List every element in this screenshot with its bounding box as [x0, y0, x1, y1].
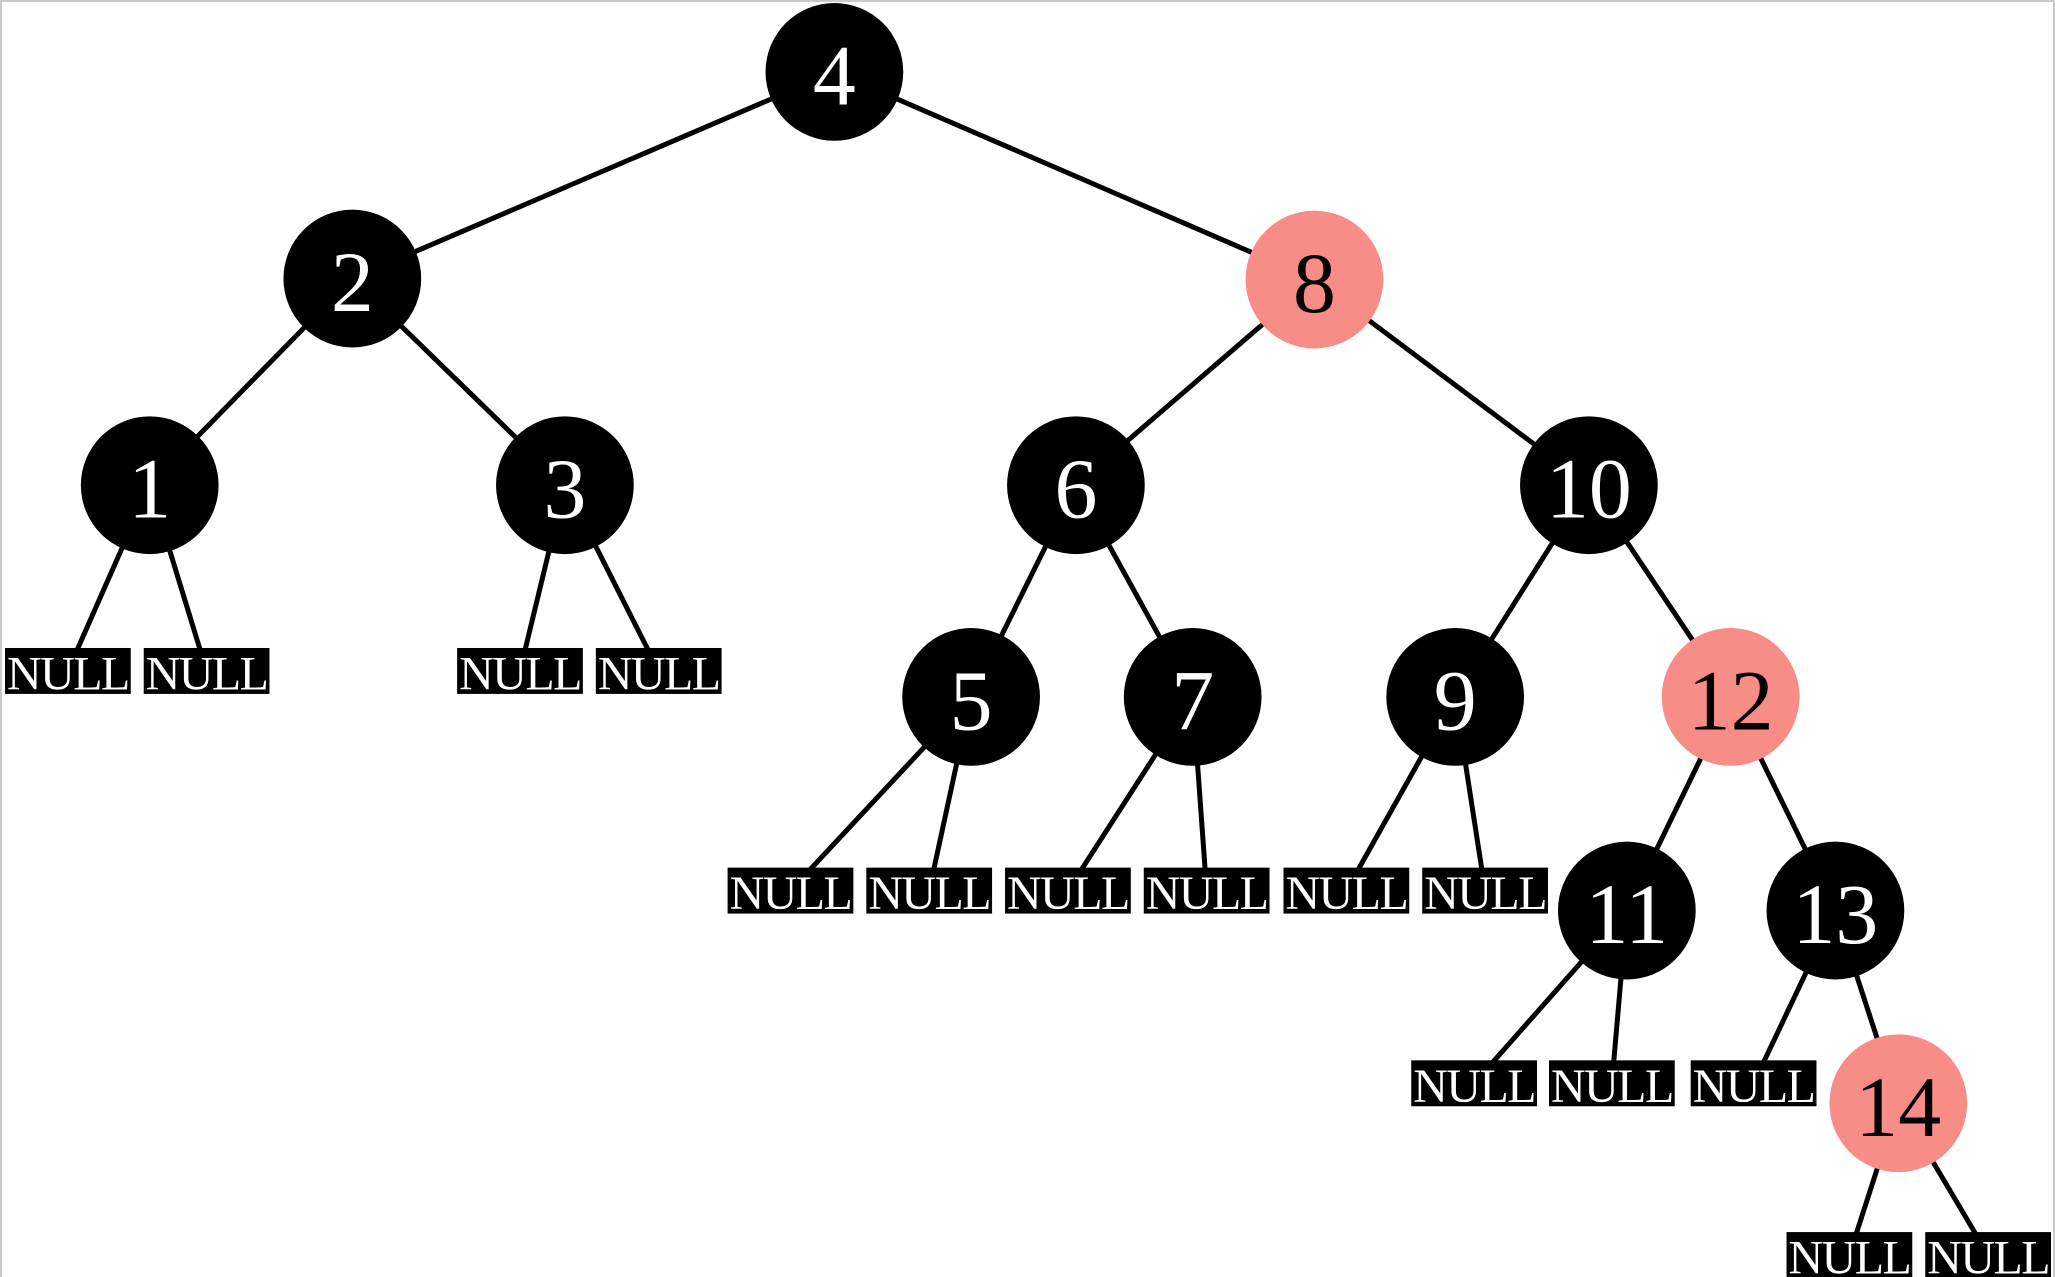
node-label-14: 14	[1855, 1060, 1941, 1155]
node-label-10: 10	[1546, 442, 1632, 537]
node-label-7: 7	[1171, 653, 1214, 748]
null-label-null-1L: NULL	[7, 647, 129, 700]
null-leaf-null-9R	[1422, 867, 1548, 914]
null-label-null-3R: NULL	[598, 647, 720, 700]
node-label-8: 8	[1293, 236, 1336, 331]
null-leaf-null-7R	[1143, 867, 1270, 914]
null-label-null-13L: NULL	[1693, 1060, 1815, 1113]
null-leaf-null-9L	[1283, 867, 1410, 914]
null-leaf-null-14L	[1786, 1232, 1913, 1277]
null-label-null-7L: NULL	[1007, 867, 1129, 920]
null-label-null-5R: NULL	[868, 867, 990, 920]
tree-node-6	[1007, 416, 1145, 555]
node-label-11: 11	[1586, 867, 1669, 962]
null-label-null-3L: NULL	[459, 647, 581, 700]
null-label-null-9L: NULL	[1286, 867, 1408, 920]
tree-node-10	[1520, 416, 1658, 555]
tree-node-9	[1386, 628, 1525, 766]
tree-edge-4-8	[833, 69, 1316, 282]
null-label-null-11L: NULL	[1413, 1060, 1535, 1113]
node-label-1: 1	[128, 442, 171, 537]
tree-node-5	[902, 628, 1040, 766]
null-leaf-null-1R	[143, 647, 270, 694]
tree-node-13	[1766, 841, 1905, 980]
null-leaf-null-11R	[1548, 1060, 1675, 1107]
tree-node-12	[1661, 628, 1800, 766]
tree-node-3	[496, 416, 634, 555]
node-label-12: 12	[1688, 653, 1774, 748]
null-leaf-null-5L	[727, 867, 854, 914]
null-leaf-null-5R	[866, 867, 993, 914]
tree-edge-4-2	[351, 69, 836, 281]
tree-node-1	[80, 416, 219, 555]
tree-node-4	[765, 2, 904, 141]
node-label-3: 3	[543, 442, 586, 537]
null-leaf-null-14R	[1925, 1232, 2052, 1277]
tree-node-2	[283, 209, 422, 348]
tree-node-7	[1123, 628, 1262, 766]
null-leaf-null-1L	[4, 647, 131, 694]
tree-node-14	[1829, 1034, 1968, 1173]
node-label-5: 5	[950, 653, 993, 748]
null-label-null-9R: NULL	[1424, 867, 1546, 920]
null-leaf-null-3R	[595, 647, 722, 694]
node-label-6: 6	[1054, 442, 1097, 537]
tree-node-8	[1245, 210, 1384, 349]
tree-node-11	[1557, 841, 1696, 980]
null-label-null-7R: NULL	[1146, 867, 1268, 920]
node-label-4: 4	[813, 28, 856, 123]
node-label-9: 9	[1434, 653, 1477, 748]
null-label-null-5L: NULL	[730, 867, 852, 920]
null-leaf-null-11L	[1411, 1060, 1538, 1107]
null-leaf-null-13L	[1690, 1060, 1817, 1107]
null-label-null-14R: NULL	[1927, 1232, 2049, 1277]
null-label-null-14L: NULL	[1789, 1232, 1911, 1277]
null-leaf-null-7L	[1005, 867, 1131, 914]
node-label-2: 2	[331, 235, 374, 330]
null-label-null-1R: NULL	[146, 647, 268, 700]
null-label-null-11R: NULL	[1551, 1060, 1673, 1113]
node-label-13: 13	[1793, 867, 1879, 962]
null-leaf-null-3L	[457, 647, 583, 694]
